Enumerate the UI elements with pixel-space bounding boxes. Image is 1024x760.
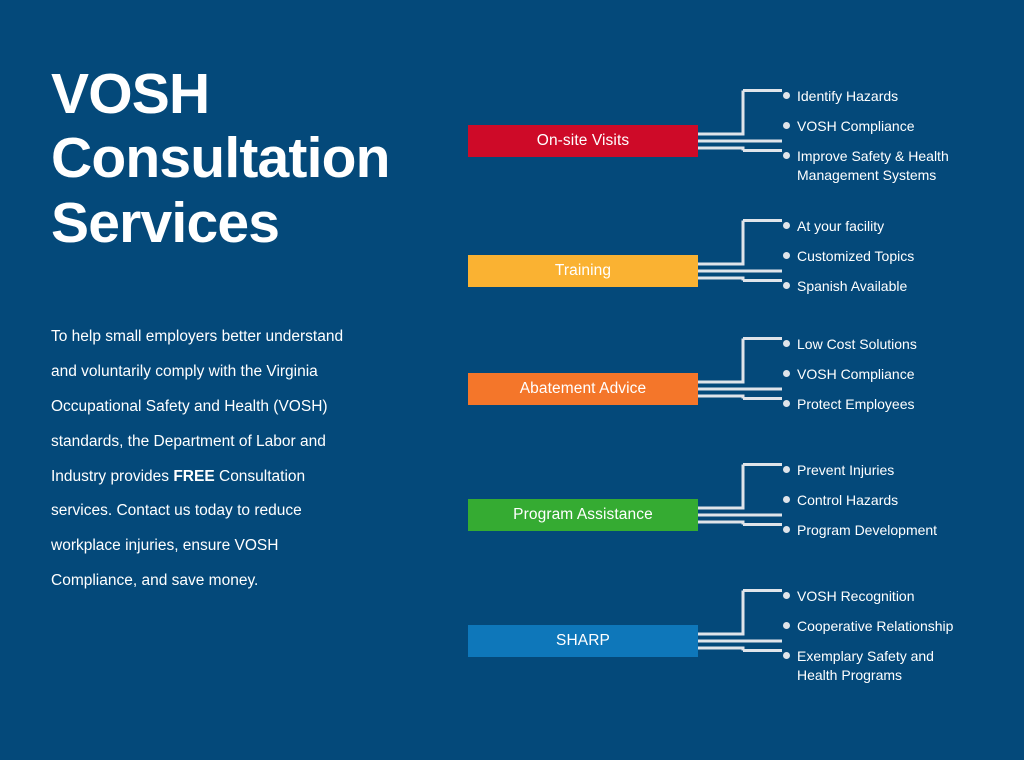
branch-leaf: Program Development [783,521,1024,540]
branch-connector [698,219,782,282]
bullet-dot-icon [783,92,790,99]
connector-line [698,338,745,384]
branch-leaf: Identify Hazards [783,87,1024,106]
service-bar-label: Abatement Advice [519,380,647,398]
branch-connector [698,589,782,652]
bullet-dot-icon [783,340,790,347]
page-title: VOSH Consultation Services [51,62,391,255]
branch-leaf-label: Prevent Injuries [797,462,895,478]
bullet-dot-icon [783,400,790,407]
connector-line [698,590,745,636]
branch-leaf-label: Protect Employees [797,396,915,412]
branch-leaf-label: At your facility [797,218,885,234]
branch-leaf: Improve Safety & Health Management Syste… [783,147,1024,185]
branch-leaf: Low Cost Solutions [783,335,1024,354]
branch-leaf: Customized Topics [783,247,1024,266]
service-bar-on-site-visits[interactable]: On-site Visits [468,125,698,157]
branch-leaf: Protect Employees [783,395,1024,414]
service-bar-label: Program Assistance [513,506,653,524]
bullet-dot-icon [783,370,790,377]
service-bar-abatement-advice[interactable]: Abatement Advice [468,373,698,405]
bullet-dot-icon [783,622,790,629]
branch-leaf-label: Control Hazards [797,492,899,508]
branch-leaf: VOSH Recognition [783,587,1024,606]
connector-line [698,520,745,525]
bullet-dot-icon [783,592,790,599]
intro-column: VOSH Consultation Services To help small… [51,62,431,589]
branch-connector [698,463,782,526]
bullet-dot-icon [783,222,790,229]
connector-line [698,90,745,136]
branch-leaf: Prevent Injuries [783,461,1024,480]
branch-leaf-label: VOSH Compliance [797,366,915,382]
intro-paragraph-part2: Consultation services. Contact us today … [51,467,306,590]
branch-leaf-label: Identify Hazards [797,88,899,104]
bullet-dot-icon [783,282,790,289]
service-bar-program-assistance[interactable]: Program Assistance [468,499,698,531]
branch-leaf-label: VOSH Compliance [797,118,915,134]
branch-leaf-label: Low Cost Solutions [797,336,917,352]
service-bar-label: SHARP [556,632,610,650]
connector-line [698,220,745,266]
service-bar-training[interactable]: Training [468,255,698,287]
service-bar-label: On-site Visits [536,132,630,150]
bullet-dot-icon [783,526,790,533]
branch-leaf: VOSH Compliance [783,117,1024,136]
connector-line [698,464,745,510]
bullet-dot-icon [783,152,790,159]
bullet-dot-icon [783,496,790,503]
branch-leaf-label: Spanish Available [797,278,908,294]
bullet-dot-icon [783,122,790,129]
branch-connector [698,337,782,400]
connector-line [698,146,745,151]
branch-leaf: Spanish Available [783,277,1024,296]
branch-leaf: Exemplary Safety and Health Programs [783,647,1024,685]
bullet-dot-icon [783,652,790,659]
branch-leaf-label: Customized Topics [797,248,915,264]
branch-leaf-label: VOSH Recognition [797,588,915,604]
bullet-dot-icon [783,466,790,473]
connector-line [698,394,745,399]
intro-paragraph-emphasis: FREE [173,467,215,485]
connector-line [698,646,745,651]
branch-leaf-label: Improve Safety & Health Management Syste… [797,148,949,183]
branch-leaf-label: Exemplary Safety and Health Programs [797,648,934,683]
branch-leaf: Cooperative Relationship [783,617,1024,636]
branch-leaf: At your facility [783,217,1024,236]
branch-leaf: VOSH Compliance [783,365,1024,384]
service-bar-label: Training [554,262,612,280]
intro-paragraph-part1: To help small employers better understan… [51,328,344,485]
connector-line [698,276,745,281]
intro-paragraph: To help small employers better understan… [51,320,361,599]
branch-leaf: Control Hazards [783,491,1024,510]
branch-connector [698,89,782,152]
branch-leaf-label: Cooperative Relationship [797,618,954,634]
bullet-dot-icon [783,252,790,259]
branch-leaf-label: Program Development [797,522,938,538]
service-bar-sharp[interactable]: SHARP [468,625,698,657]
